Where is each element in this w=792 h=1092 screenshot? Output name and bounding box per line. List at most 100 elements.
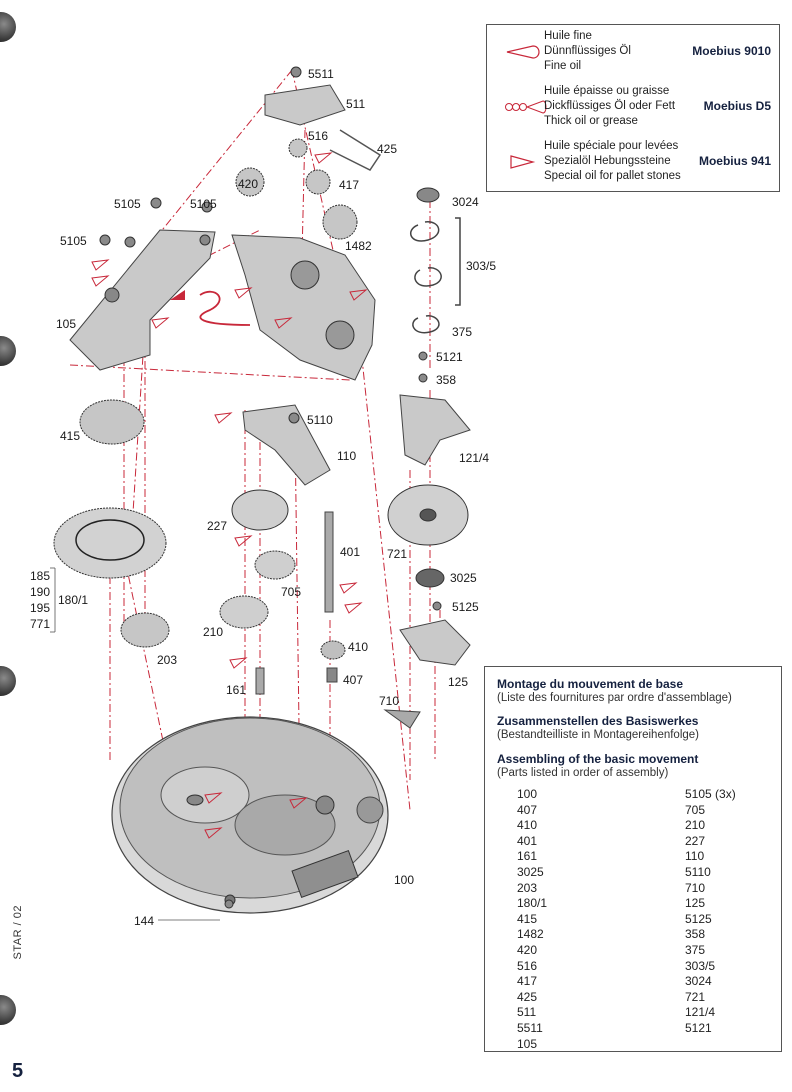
subtitle-de: (Bestandteilliste in Montagereihenfolge) (497, 729, 700, 741)
legend-names: Huile spéciale pour levées Spezialöl Heb… (544, 140, 681, 182)
legend-names: Huile fine Dünnflüssiges Öl Fine oil (544, 30, 631, 72)
part-number: 5110 (685, 864, 711, 879)
part-number: 5125 (685, 911, 712, 926)
binder-hole (0, 336, 16, 366)
part-number: 100 (517, 787, 538, 801)
legend-names: Huile épaisse ou graisse Dickflüssiges Ö… (544, 85, 676, 127)
title-fr: Montage du mouvement de base (497, 677, 684, 691)
part-number: 710 (685, 880, 706, 895)
part-number: 303/5 (685, 958, 716, 973)
legend-brand: Moebius 9010 (692, 44, 771, 58)
label-425: 425 (377, 142, 397, 156)
label-5125: 5125 (452, 600, 479, 614)
label-375: 375 (452, 325, 472, 339)
part-number: 227 (685, 833, 706, 848)
subtitle-en: (Parts listed in order of assembly) (497, 767, 669, 779)
label-358: 358 (436, 373, 456, 387)
document-code: STAR / 02 (12, 905, 24, 960)
part-number: 375 (685, 942, 706, 957)
label-125: 125 (448, 675, 468, 689)
part-number: 180/1 (517, 896, 548, 911)
label-121-4: 121/4 (459, 451, 489, 465)
legend-row-fine-oil: Huile fine Dünnflüssiges Öl Fine oil Moe… (487, 27, 779, 77)
label-516: 516 (308, 129, 328, 143)
label-203: 203 (157, 653, 177, 667)
label-leaders (50, 567, 220, 921)
part-number: 516 (517, 958, 538, 973)
part-number: 105 (517, 1036, 538, 1051)
part-number: 3024 (685, 974, 712, 989)
rotation-arrow-head (170, 290, 185, 300)
screws (99, 66, 442, 909)
binder-hole (0, 995, 16, 1025)
label-5121: 5121 (436, 350, 463, 364)
label-710: 710 (379, 694, 399, 708)
part-number: 415 (517, 911, 538, 926)
oiling-points (91, 152, 368, 839)
wheels (53, 138, 469, 660)
lubrication-legend: Huile fine Dünnflüssiges Öl Fine oil Moe… (486, 24, 780, 192)
drop-multi-icon (505, 100, 547, 114)
page-number: 5 (12, 1060, 24, 1082)
part-number: 420 (517, 942, 538, 957)
part-number: 511 (517, 1005, 537, 1020)
components (242, 84, 471, 729)
part-number: 417 (517, 974, 538, 989)
legend-row-thick-oil: Huile épaisse ou graisse Dickflüssiges Ö… (487, 82, 779, 132)
label-110: 110 (337, 449, 356, 463)
part-number: 161 (517, 849, 538, 864)
part-number: 705 (685, 802, 706, 817)
part-number: 425 (517, 989, 538, 1004)
title-de: Zusammenstellen des Basiswerkes (497, 714, 699, 728)
label-195: 195 (30, 601, 50, 615)
label-100: 100 (394, 873, 414, 887)
part-number: 125 (685, 896, 706, 911)
legend-brand: Moebius 941 (698, 154, 771, 168)
parts-column-2: 5105 (3x) 705 210 227 110 5110 710 125 5… (685, 787, 736, 1037)
legend-brand: Moebius D5 (703, 99, 771, 113)
mainplate-100 (111, 716, 389, 914)
label-417: 417 (339, 178, 359, 192)
bridge-105 (69, 229, 216, 371)
bridge-1482-assembly (231, 234, 376, 381)
rotation-arrow (199, 290, 251, 326)
part-number: 410 (517, 818, 538, 833)
label-180-1: 180/1 (58, 593, 88, 607)
title-en: Assembling of the basic movement (497, 752, 699, 766)
part-number: 5511 (517, 1020, 543, 1035)
label-721: 721 (387, 547, 407, 561)
label-3025: 3025 (450, 571, 477, 585)
label-401: 401 (340, 545, 360, 559)
part-number: 5121 (685, 1020, 712, 1035)
label-161: 161 (226, 683, 246, 697)
part-number: 407 (517, 802, 538, 817)
parts-column-1: 100 407 410 401 161 3025 203 180/1 415 1… (517, 787, 547, 1052)
label-407: 407 (343, 673, 363, 687)
part-number: 210 (685, 818, 706, 833)
subtitle-fr: (Liste des fournitures par ordre d'assem… (497, 692, 732, 704)
label-5105-a: 5105 (114, 197, 141, 211)
part-number: 203 (517, 880, 538, 895)
label-190: 190 (30, 585, 50, 599)
label-105: 105 (56, 317, 76, 331)
part-labels: 5511 511 516 425 420 417 5105 5105 5105 … (30, 67, 496, 928)
balance-springs (409, 217, 461, 334)
binder-hole (0, 12, 16, 42)
part-number: 1482 (517, 927, 544, 942)
part-number: 5105 (3x) (685, 787, 736, 801)
part-number: 121/4 (685, 1005, 716, 1020)
label-5105-c: 5105 (60, 234, 87, 248)
triangle-icon (510, 155, 536, 169)
label-415: 415 (60, 429, 80, 443)
label-420: 420 (238, 177, 258, 191)
label-5105-b: 5105 (190, 197, 217, 211)
label-3024: 3024 (452, 195, 479, 209)
part-number: 3025 (517, 864, 544, 879)
drop-single-icon (506, 45, 540, 59)
part-number: 721 (685, 989, 706, 1004)
label-1482: 1482 (345, 239, 372, 253)
label-5511: 5511 (308, 67, 334, 81)
assembly-list: Montage du mouvement de base (Liste des … (484, 666, 782, 1052)
binder-hole (0, 666, 16, 696)
